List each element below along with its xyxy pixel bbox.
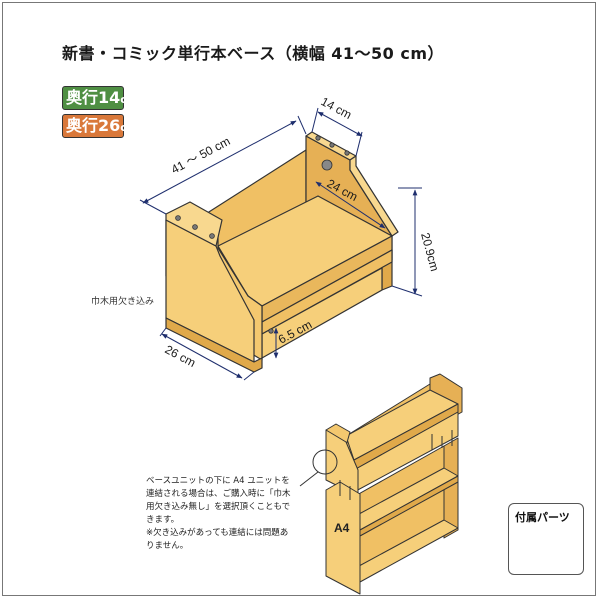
baseboard-notch-label: 巾木用欠き込み xyxy=(91,295,154,307)
depth-badge-number: 26 xyxy=(98,116,121,135)
depth-top-label: 14 cm xyxy=(319,94,354,122)
depth-badge-14: 奥行14cm xyxy=(62,86,138,110)
stacked-units-illustration xyxy=(325,373,463,595)
detail-circle xyxy=(312,449,338,475)
detail-pointer xyxy=(299,471,319,487)
a4-unit-right-panel xyxy=(443,437,459,539)
depth-badge-26: 奥行26cm xyxy=(62,114,138,138)
dimension-lines xyxy=(139,107,423,381)
note-line: 用欠き込み無し」を選択頂くこともで xyxy=(146,502,291,512)
width-label: 41 ～ 50 cm xyxy=(169,134,233,177)
page-title: 新書・コミック単行本ベース（横幅 41～50 cm） xyxy=(62,44,445,63)
note-line: ベースユニットの下に A4 ユニットを xyxy=(146,476,290,486)
connector-dowels xyxy=(339,430,453,500)
screw-hole xyxy=(209,233,215,239)
left-side-panel-top xyxy=(165,201,223,247)
depth-inner-dimension xyxy=(315,181,386,229)
depth-badge-prefix: 奥行 xyxy=(66,88,99,107)
depth-bottom-dimension xyxy=(161,333,243,379)
screw-hole xyxy=(192,224,198,230)
screw-hole xyxy=(344,150,350,156)
depth-badge-number: 14 xyxy=(98,88,121,107)
included-parts-box: 付属パーツ xyxy=(508,503,584,575)
screw-hole xyxy=(268,328,274,334)
height-label: 20.9cm xyxy=(418,231,442,273)
screw-hole xyxy=(175,215,181,221)
a4-unit-label: A4 xyxy=(334,521,350,535)
width-dimension xyxy=(142,120,297,204)
caution-note: ※欠き込みがあっても連結には問題あ りません。 xyxy=(146,527,288,553)
note-line: りません。 xyxy=(146,541,189,551)
note-line: きます。 xyxy=(146,515,180,525)
depth-bottom-label: 26 cm xyxy=(163,342,198,370)
connection-note: ベースユニットの下に A4 ユニットを 連結される場合は、ご購入時に「巾木 用欠… xyxy=(146,475,291,527)
note-line: 連結される場合は、ご購入時に「巾木 xyxy=(146,489,291,499)
included-parts-title: 付属パーツ xyxy=(515,511,570,524)
screw-hole xyxy=(315,135,321,141)
depth-badge-unit: cm xyxy=(120,93,139,106)
upper-unit-left-front xyxy=(325,429,359,497)
depth-badge-prefix: 奥行 xyxy=(66,116,99,135)
depth-badge-unit: cm xyxy=(120,121,139,134)
depth-top-dimension xyxy=(317,111,363,137)
a4-unit-left-panel xyxy=(325,481,361,595)
screw-hole xyxy=(329,142,335,148)
note-line: ※欠き込みがあっても連結には問題あ xyxy=(146,528,289,538)
cable-hole xyxy=(321,159,333,171)
